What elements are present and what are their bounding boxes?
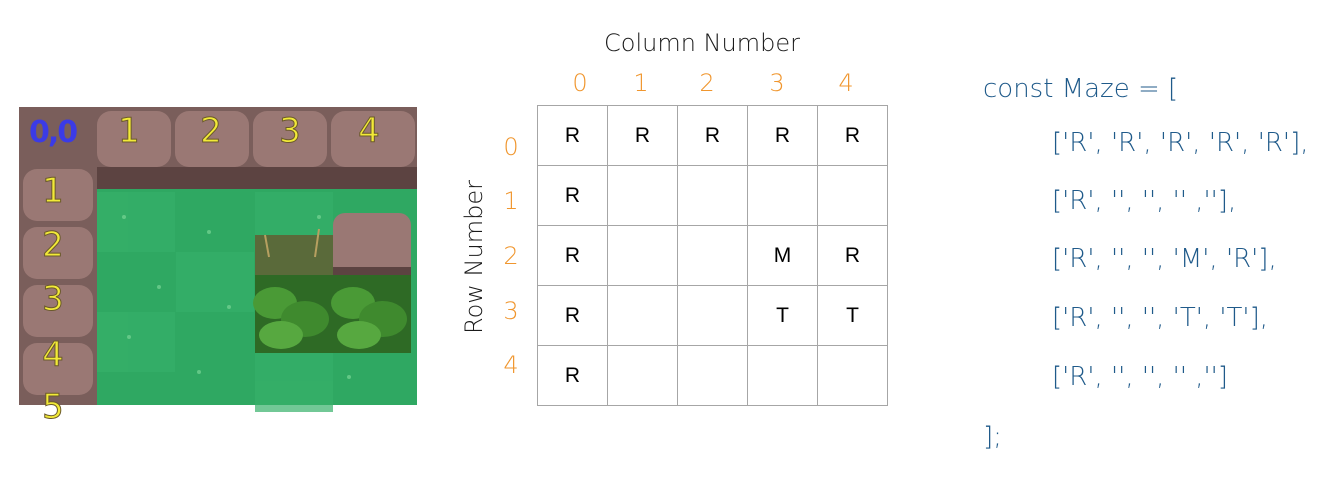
code-line-closing: ]; — [983, 422, 1002, 452]
map-column-label: 2 — [200, 111, 223, 152]
grid-cell — [817, 165, 888, 226]
grid-cell: R — [677, 105, 748, 166]
maze-grid: R R R R R R R M R R T T R — [537, 105, 888, 406]
game-map: 0,0 1 2 3 4 1 2 3 4 5 — [19, 107, 417, 428]
map-row-label: 3 — [42, 279, 65, 320]
grid-cell: T — [817, 285, 888, 346]
grid-cell: R — [537, 285, 608, 346]
grid-cell — [607, 165, 678, 226]
grid-cell — [607, 225, 678, 286]
grid-cell — [817, 345, 888, 406]
map-column-label: 3 — [279, 111, 302, 152]
code-line-row: ['R', '', '', 'T', 'T'], — [1052, 303, 1268, 333]
grid-row: R M R — [537, 225, 888, 286]
column-number: 2 — [699, 69, 715, 97]
map-row-label: 5 — [42, 387, 65, 428]
grid-row: R T T — [537, 285, 888, 346]
game-map-art — [19, 107, 417, 412]
column-number: 3 — [769, 69, 785, 97]
grid-cell: R — [747, 105, 818, 166]
grid-cell — [677, 345, 748, 406]
map-row-label: 1 — [42, 171, 65, 212]
row-number: 4 — [503, 351, 519, 379]
row-number: 0 — [503, 133, 519, 161]
row-number: 1 — [503, 187, 519, 215]
grid-cell — [607, 285, 678, 346]
grid-cell: R — [537, 225, 608, 286]
code-line-row: ['R', '', '', '' ,''], — [1052, 186, 1237, 216]
row-number: 3 — [503, 297, 519, 325]
column-number: 0 — [572, 69, 588, 97]
grid-row: R — [537, 165, 888, 226]
grid-cell — [677, 285, 748, 346]
grid-cell — [607, 345, 678, 406]
column-number: 1 — [633, 69, 649, 97]
grid-cell — [677, 225, 748, 286]
code-line-declaration: const Maze = [ — [983, 74, 1179, 104]
grid-row: R — [537, 345, 888, 406]
map-column-label: 4 — [358, 111, 381, 152]
grid-cell: R — [537, 105, 608, 166]
grid-cell: R — [537, 345, 608, 406]
grid-cell — [677, 165, 748, 226]
grid-cell — [747, 345, 818, 406]
grid-cell: T — [747, 285, 818, 346]
grid-cell: R — [817, 225, 888, 286]
code-line-row: ['R', 'R', 'R', 'R', 'R'], — [1052, 128, 1309, 158]
map-row-label: 4 — [42, 335, 65, 376]
grid-cell: R — [817, 105, 888, 166]
row-number: 2 — [503, 242, 519, 270]
row-number-title: Row Number — [460, 180, 488, 334]
grid-cell: M — [747, 225, 818, 286]
grid-cell: R — [537, 165, 608, 226]
code-line-row: ['R', '', '', 'M', 'R'], — [1052, 244, 1277, 274]
column-number: 4 — [838, 69, 854, 97]
code-line-row: ['R', '', '', '' ,''] — [1052, 362, 1228, 392]
map-row-label: 2 — [42, 225, 65, 266]
grid-cell — [747, 165, 818, 226]
map-origin-label: 0,0 — [29, 115, 78, 150]
grid-row: R R R R R — [537, 105, 888, 166]
map-column-label: 1 — [118, 111, 141, 152]
grid-cell: R — [607, 105, 678, 166]
column-number-title: Column Number — [604, 29, 800, 57]
